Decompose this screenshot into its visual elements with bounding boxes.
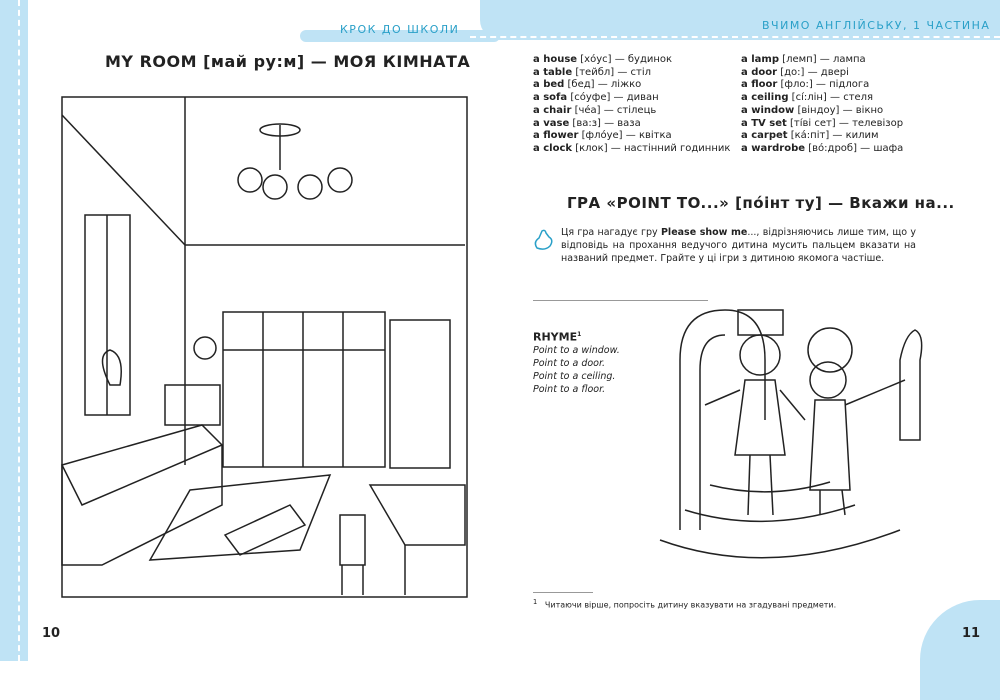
vocab-item: a bed [бед] — ліжко xyxy=(533,79,642,91)
vocab-item: a lamp [лемп] — лампа xyxy=(741,54,866,65)
page-number-left: 10 xyxy=(42,626,61,641)
divider xyxy=(533,300,708,301)
hand-icon xyxy=(534,229,553,250)
chair xyxy=(339,514,366,595)
sofa xyxy=(60,424,224,566)
rhyme-line: Point to a floor. xyxy=(533,383,606,395)
illustration-frame xyxy=(61,96,468,598)
corner-decoration xyxy=(920,600,1000,700)
arched-window xyxy=(899,329,923,441)
page-title: MY ROOM [май ру:м] — МОЯ КІМНАТА xyxy=(105,52,471,71)
vocab-item: a table [тейбл] — стіл xyxy=(533,66,652,78)
room-illustration xyxy=(60,96,468,598)
children-illustration xyxy=(659,309,923,559)
vocab-item: a vase [ва:з] — ваза xyxy=(533,117,641,129)
rhyme-line: Point to a ceiling. xyxy=(533,370,616,382)
wall-clock xyxy=(193,336,217,360)
carpet xyxy=(148,474,332,561)
page-edge-decoration xyxy=(0,0,28,661)
vocab-item: a window [віндоу] — вікно xyxy=(741,104,884,116)
header-dashed-line xyxy=(470,36,1000,38)
header-left: КРОК ДО ШКОЛИ xyxy=(340,23,460,36)
vocab-item: a wardrobe [вó:дроб] — шафа xyxy=(741,142,904,154)
carpet-pattern xyxy=(223,504,307,556)
girl xyxy=(704,309,806,516)
vocab-item: a carpet [кá:піт] — килим xyxy=(741,130,879,142)
lamp xyxy=(237,123,353,200)
footnote-divider xyxy=(533,592,593,593)
header-band-left xyxy=(300,30,500,42)
rhyme: RHYME1 Point to a window. Point to a doo… xyxy=(533,330,620,395)
door xyxy=(389,319,451,469)
game-title: ГРА «POINT TO...» [пóінт ту] — Вкажи на.… xyxy=(567,194,955,212)
boy xyxy=(807,327,906,516)
window xyxy=(84,214,131,416)
rhyme-title: RHYME xyxy=(533,330,578,344)
rhyme-line: Point to a window. xyxy=(533,344,620,356)
vocab-item: a ceiling [сí:лін] — стеля xyxy=(741,92,874,104)
vocab-item: a TV set [тíві сет] — телевізор xyxy=(741,117,904,129)
vocab-item: a door [до:] — двері xyxy=(741,66,849,78)
stone-arch xyxy=(679,309,766,530)
footnote: 1 Читаючи вірше, попросіть дитину вказув… xyxy=(533,598,837,610)
header-band xyxy=(480,0,1000,40)
page-number-right: 11 xyxy=(962,626,981,641)
stairs xyxy=(659,481,901,559)
wardrobe xyxy=(222,311,386,468)
game-description: Ця гра нагадує гру Please show me..., ві… xyxy=(561,227,916,264)
vocab-item: a floor [фло:] — підлога xyxy=(741,79,870,91)
vocab-item: a flower [флóуе] — квітка xyxy=(533,130,672,142)
tv-set xyxy=(164,384,221,426)
vocab-item: a clock [клок] — настінний годинник xyxy=(533,142,731,154)
vocabulary-col-1: a house [хóус] — будинок a table [тейбл]… xyxy=(533,54,730,156)
vocab-item: a house [хóус] — будинок xyxy=(533,54,673,65)
vase-flower xyxy=(101,349,122,386)
header-right: ВЧИМО АНГЛІЙСЬКУ, 1 ЧАСТИНА xyxy=(762,19,991,32)
vocab-item: a sofa [сóуфе] — диван xyxy=(533,92,659,104)
rhyme-line: Point to a door. xyxy=(533,357,606,369)
vocabulary-col-2: a lamp [лемп] — лампа a door [до:] — две… xyxy=(741,54,903,156)
vocab-item: a chair [чéа] — стілець xyxy=(533,104,657,116)
table xyxy=(368,484,466,595)
